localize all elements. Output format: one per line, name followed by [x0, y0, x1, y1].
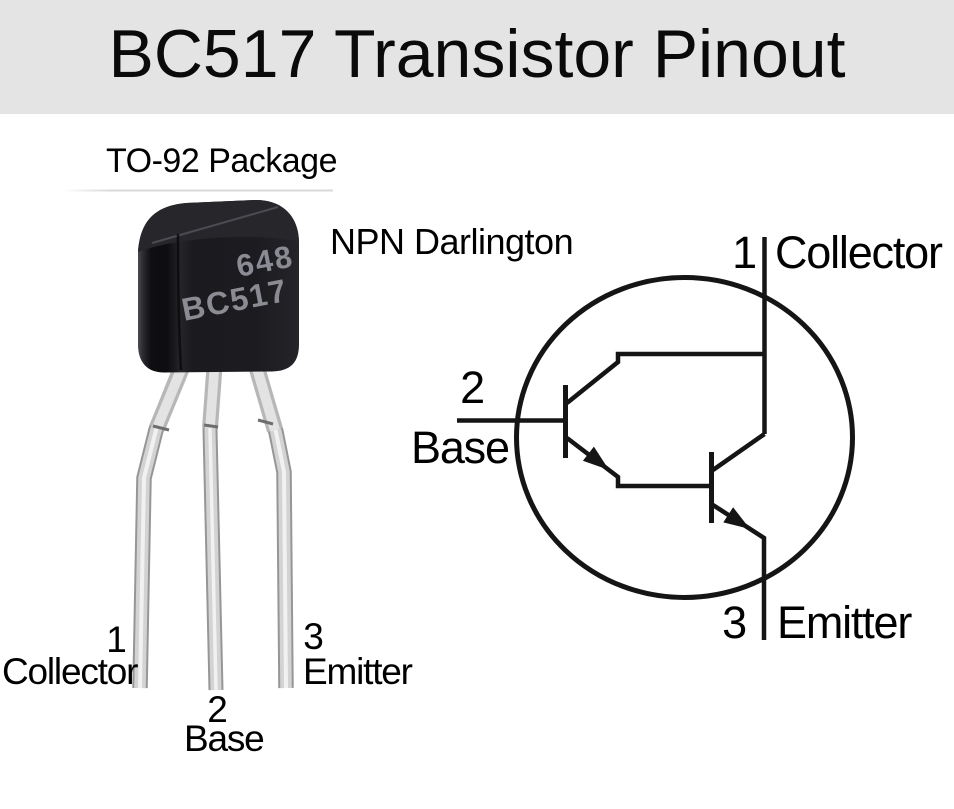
- photo-pin2-name: Base: [184, 718, 265, 759]
- lead-collector: [132, 356, 193, 689]
- darlington-schematic: [457, 237, 855, 640]
- to92-package-photo: [132, 200, 299, 691]
- schematic-pin3-number: 3: [722, 597, 747, 648]
- schematic-pin1-number: 1: [732, 227, 757, 278]
- package-side-edge: [176, 233, 183, 371]
- photo-pin1-number: 1: [106, 619, 127, 660]
- t2-collector-path: [711, 432, 766, 472]
- transistor-type-label: NPN Darlington: [330, 221, 574, 262]
- t1-emitter-arrow: [582, 446, 609, 470]
- photo-pin3-number: 3: [303, 616, 324, 657]
- t1-collector-path: [565, 351, 765, 405]
- package-label: TO-92 Package: [106, 142, 338, 180]
- lead-emitter: [246, 355, 294, 689]
- schematic-pin2-name: Base: [411, 422, 510, 473]
- photo-pin2-number: 2: [207, 689, 228, 730]
- photo-pin3-name: Emitter: [303, 651, 413, 692]
- schematic-pin3-name: Emitter: [777, 597, 912, 648]
- schematic-pin2-number: 2: [460, 362, 485, 413]
- schematic-pin1-name: Collector: [775, 227, 943, 278]
- t2-emitter-arrow: [723, 507, 750, 529]
- title-banner: [0, 0, 954, 114]
- page-title: BC517 Transistor Pinout: [108, 16, 846, 92]
- schematic-circle: [514, 275, 855, 600]
- photo-pin1-name: Collector: [2, 651, 138, 692]
- package-top-parting-line: [151, 206, 279, 244]
- lead-base: [202, 359, 224, 691]
